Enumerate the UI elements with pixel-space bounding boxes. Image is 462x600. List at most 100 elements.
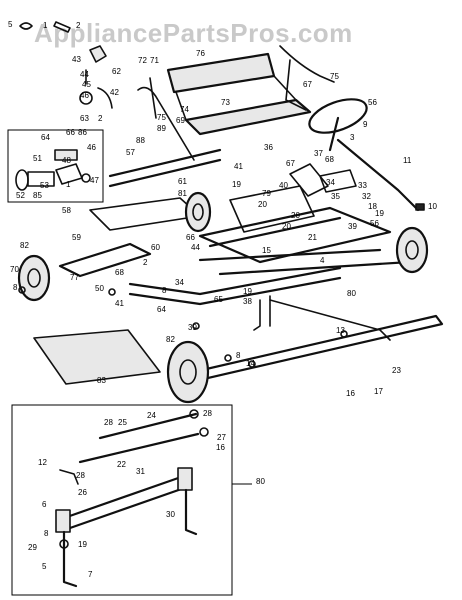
part-number-label: 83 bbox=[97, 376, 106, 385]
part-number-label: 71 bbox=[150, 56, 159, 65]
part-number-label: 80 bbox=[347, 289, 356, 298]
part-number-label: 20 bbox=[282, 222, 291, 231]
part-number-label: 88 bbox=[136, 136, 145, 145]
part-number-label: 68 bbox=[325, 155, 334, 164]
part-number-label: 19 bbox=[243, 287, 252, 296]
part-number-label: 86 bbox=[78, 128, 87, 137]
part-number-label: 45 bbox=[82, 80, 91, 89]
part-number-label: 53 bbox=[40, 181, 49, 190]
part-number-label: 33 bbox=[358, 181, 367, 190]
part-number-label: 8 bbox=[236, 351, 241, 360]
part-number-label: 30 bbox=[166, 510, 175, 519]
part-number-label: 77 bbox=[70, 273, 79, 282]
part-number-label: 43 bbox=[72, 55, 81, 64]
part-number-label: 26 bbox=[78, 488, 87, 497]
part-number-label: 80 bbox=[256, 477, 265, 486]
part-number-label: 7 bbox=[88, 570, 93, 579]
part-number-label: 66 bbox=[186, 233, 195, 242]
front-bumper bbox=[174, 299, 444, 386]
part-number-label: 61 bbox=[178, 177, 187, 186]
part-number-label: 19 bbox=[78, 540, 87, 549]
part-number-label: 24 bbox=[147, 411, 156, 420]
part-number-label: 18 bbox=[368, 202, 377, 211]
part-number-label: 27 bbox=[217, 433, 226, 442]
part-number-label: 10 bbox=[428, 202, 437, 211]
part-number-label: 74 bbox=[180, 105, 189, 114]
part-number-label: 47 bbox=[90, 176, 99, 185]
part-number-label: 37 bbox=[314, 149, 323, 158]
inset-box-steering bbox=[7, 129, 104, 203]
part-number-label: 48 bbox=[62, 156, 71, 165]
main-frame bbox=[58, 148, 412, 306]
part-number-label: 39 bbox=[188, 323, 197, 332]
part-number-label: 82 bbox=[20, 241, 29, 250]
part-number-label: 73 bbox=[221, 98, 230, 107]
part-number-label: 67 bbox=[286, 159, 295, 168]
part-number-label: 57 bbox=[126, 148, 135, 157]
part-number-label: 58 bbox=[62, 206, 71, 215]
part-number-label: 35 bbox=[331, 192, 340, 201]
part-number-label: 42 bbox=[110, 88, 119, 97]
part-number-label: 11 bbox=[403, 156, 412, 165]
part-number-label: 8 bbox=[13, 283, 18, 292]
part-number-label: 31 bbox=[136, 467, 145, 476]
watermark-text: AppliancePartsPros.com bbox=[34, 18, 353, 48]
part-number-label: 3 bbox=[350, 133, 355, 142]
part-number-label: 56 bbox=[370, 219, 379, 228]
part-number-label: 2 bbox=[76, 21, 81, 30]
part-number-label: 81 bbox=[178, 189, 187, 198]
part-number-label: 12 bbox=[38, 458, 47, 467]
part-number-label: 21 bbox=[308, 233, 317, 242]
part-number-label: 20 bbox=[258, 200, 267, 209]
part-number-label: 63 bbox=[80, 114, 89, 123]
part-number-label: 25 bbox=[118, 418, 127, 427]
part-number-label: 4 bbox=[320, 256, 325, 265]
part-number-label: 29 bbox=[28, 543, 37, 552]
part-number-label: 79 bbox=[262, 189, 271, 198]
seat-frame bbox=[137, 45, 335, 161]
part-number-label: 70 bbox=[10, 265, 19, 274]
part-number-label: 19 bbox=[375, 209, 384, 218]
steering-wheel bbox=[308, 98, 425, 212]
part-number-label: 5 bbox=[8, 20, 13, 29]
part-number-label: 59 bbox=[72, 233, 81, 242]
part-number-label: 15 bbox=[262, 246, 271, 255]
part-number-label: 34 bbox=[175, 278, 184, 287]
inset-steering-parts bbox=[15, 149, 91, 191]
part-number-label: 20 bbox=[291, 211, 300, 220]
part-number-label: 6 bbox=[42, 500, 47, 509]
part-number-label: 44 bbox=[191, 243, 200, 252]
part-number-label: 28 bbox=[203, 409, 212, 418]
front-axle-assembly bbox=[55, 409, 209, 588]
part-number-label: 22 bbox=[117, 460, 126, 469]
part-number-label: 46 bbox=[80, 91, 89, 100]
part-number-label: 8 bbox=[162, 286, 167, 295]
part-number-label: 76 bbox=[196, 49, 205, 58]
steering-knob-assembly bbox=[19, 21, 113, 109]
wheel-center bbox=[184, 191, 212, 233]
wheel-bottom bbox=[166, 340, 210, 404]
part-number-label: 75 bbox=[330, 72, 339, 81]
part-number-label: 16 bbox=[216, 443, 225, 452]
part-number-label: 82 bbox=[166, 335, 175, 344]
part-number-label: 69 bbox=[176, 116, 185, 125]
seat bbox=[166, 52, 312, 136]
part-number-label: 19 bbox=[232, 180, 241, 189]
hardware-fasteners bbox=[18, 286, 348, 368]
part-number-label: 28 bbox=[76, 471, 85, 480]
part-number-label: 65 bbox=[214, 295, 223, 304]
part-number-label: 32 bbox=[362, 192, 371, 201]
part-number-label: 62 bbox=[112, 67, 121, 76]
part-number-label: 5 bbox=[42, 562, 47, 571]
part-number-label: 41 bbox=[234, 162, 243, 171]
part-number-label: 2 bbox=[98, 114, 103, 123]
part-number-label: 13 bbox=[336, 326, 345, 335]
part-number-label: 60 bbox=[151, 243, 160, 252]
wheel-right bbox=[395, 226, 429, 274]
wheel-left-front bbox=[17, 254, 51, 302]
part-number-label: 52 bbox=[16, 191, 25, 200]
part-number-label: 8 bbox=[44, 529, 49, 538]
part-number-label: 34 bbox=[326, 178, 335, 187]
